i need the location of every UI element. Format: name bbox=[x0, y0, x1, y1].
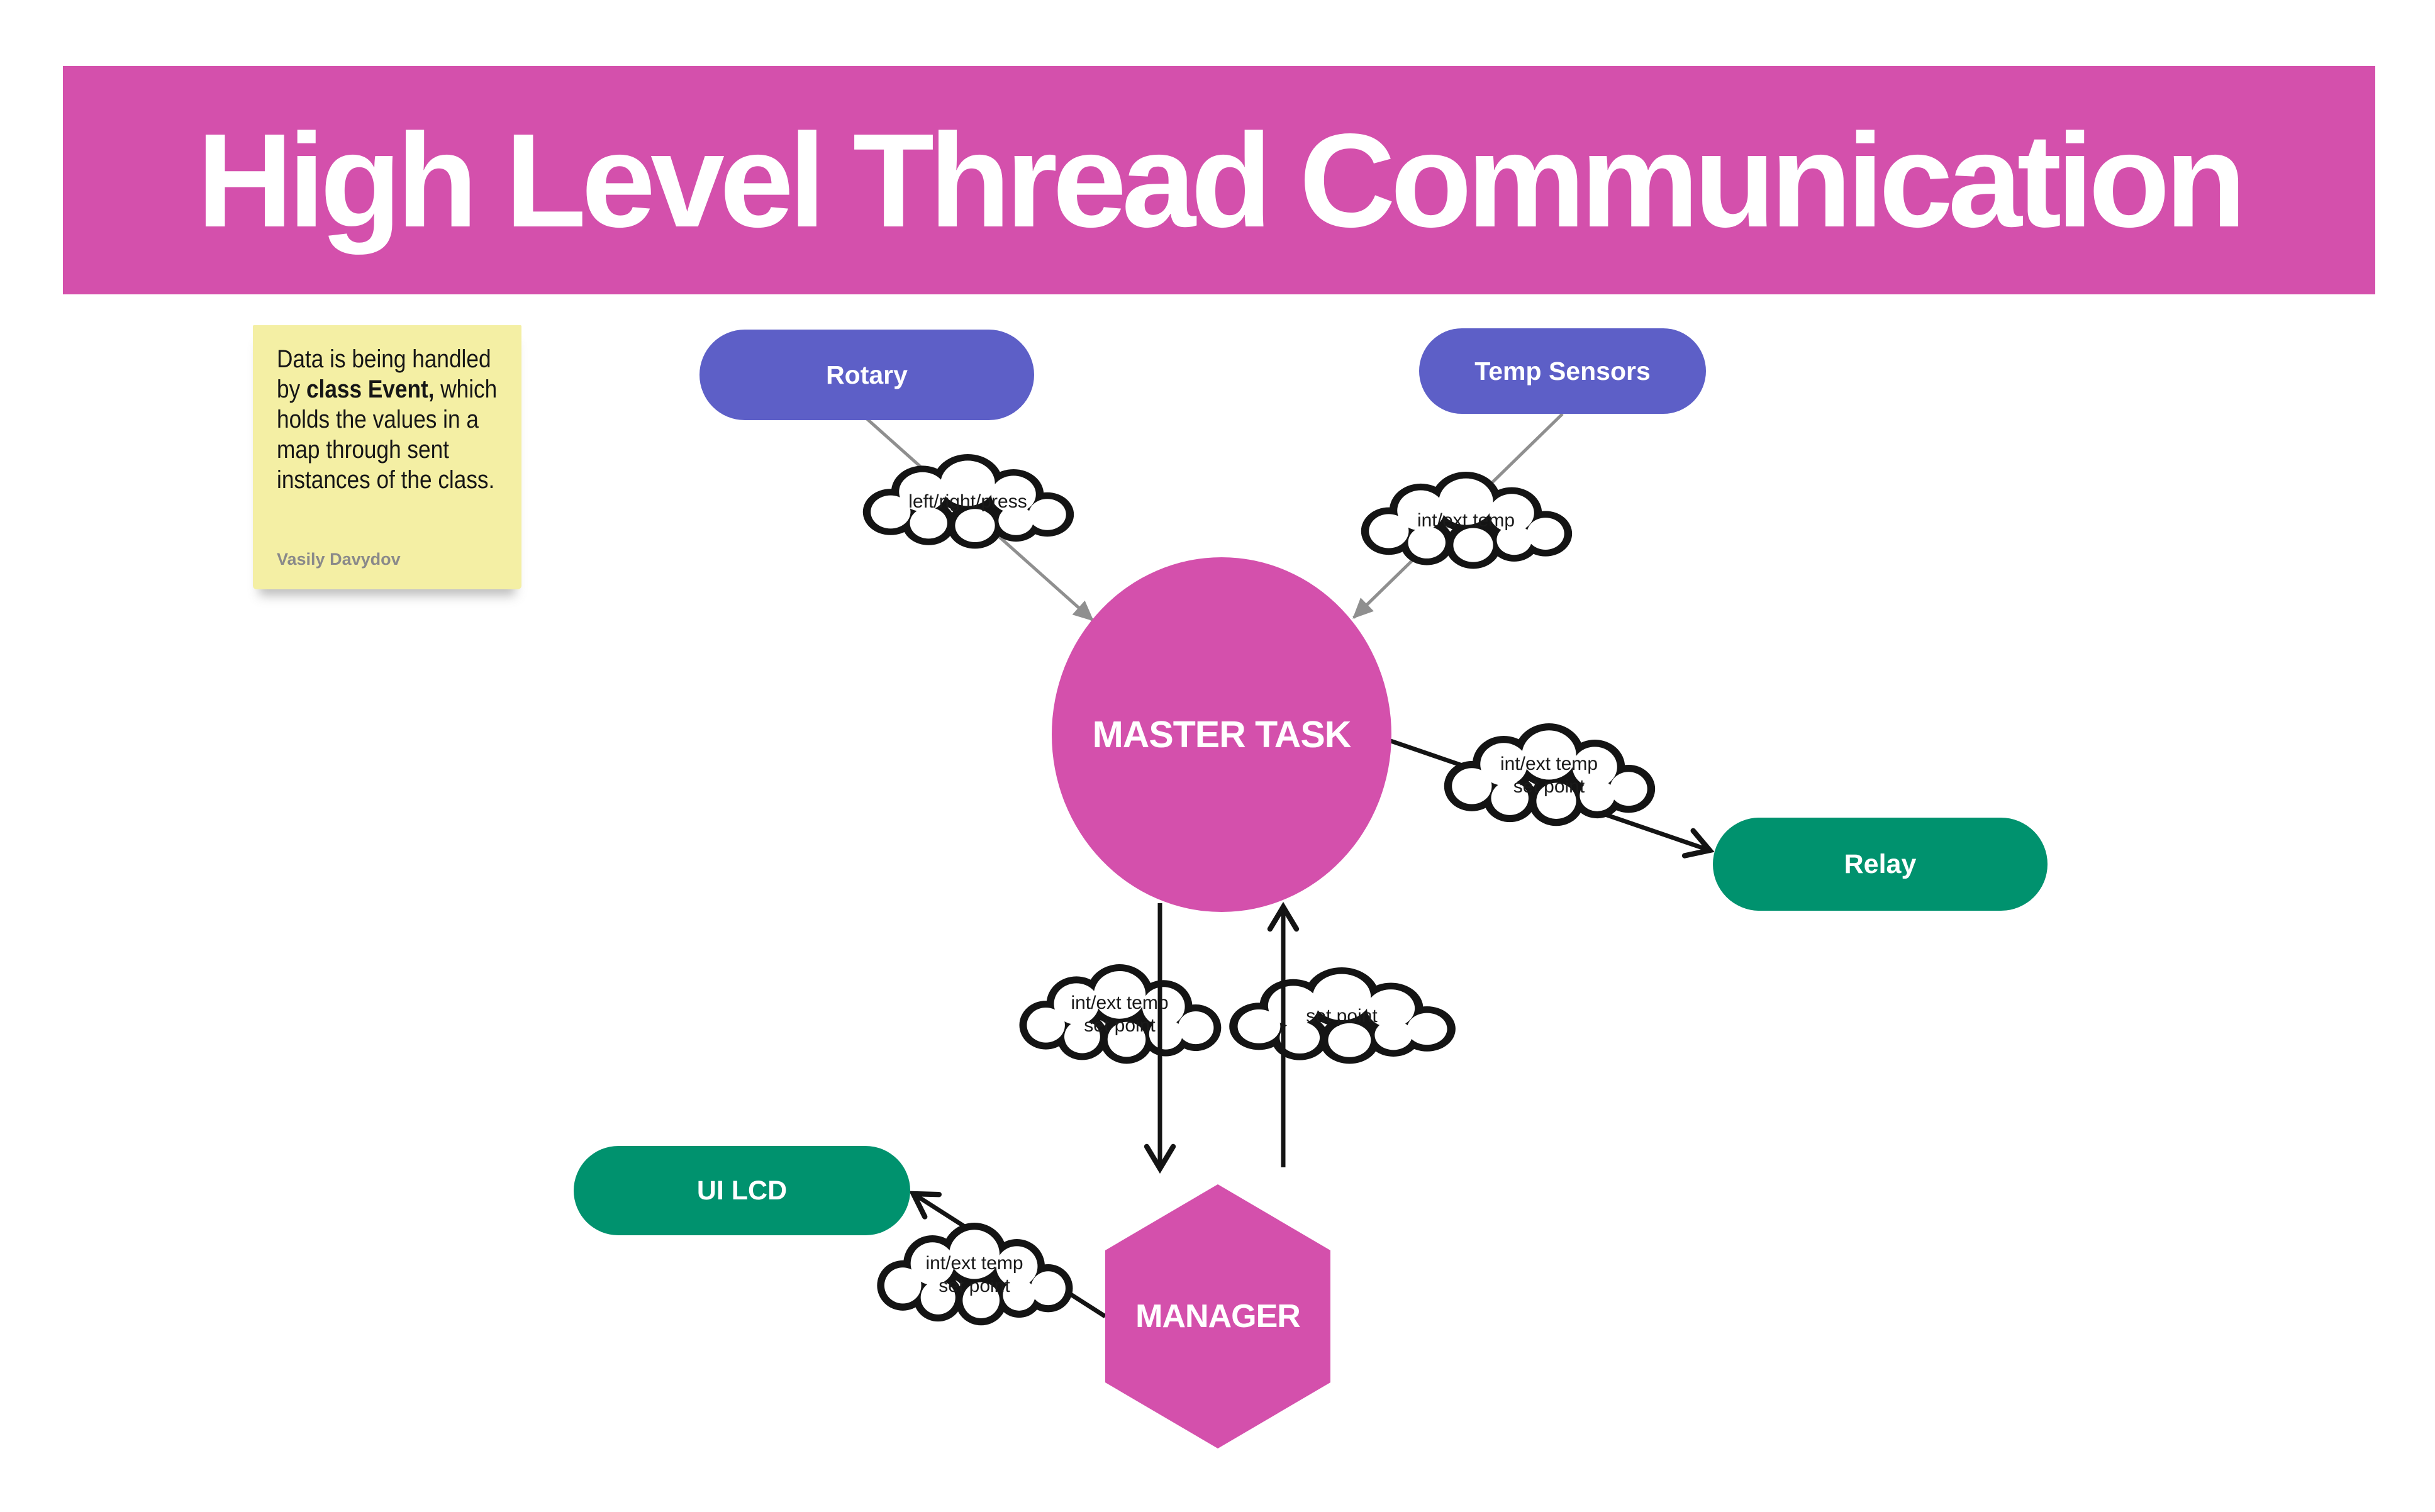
cloud-int-ext-temp-set-point-relay: int/ext temp set point bbox=[1440, 723, 1658, 827]
node-label: UI LCD bbox=[696, 1175, 788, 1206]
cloud-left-right-press: left/right/press bbox=[859, 454, 1076, 550]
node-master-task: MASTER TASK bbox=[1052, 557, 1391, 912]
node-label: MASTER TASK bbox=[1092, 714, 1352, 755]
cloud-label: set point bbox=[1306, 1005, 1378, 1026]
cloud-label: int/ext temp set point bbox=[1500, 753, 1598, 797]
node-relay: Relay bbox=[1713, 818, 2048, 911]
node-label: Rotary bbox=[826, 360, 908, 389]
page-title: High Level Thread Communication bbox=[196, 105, 2246, 255]
node-manager: MANAGER bbox=[1105, 1184, 1330, 1448]
node-ui-lcd: UI LCD bbox=[574, 1146, 910, 1235]
node-label: MANAGER bbox=[1135, 1298, 1301, 1335]
cloud-label: int/ext temp set point bbox=[925, 1252, 1023, 1296]
cloud-label: int/ext temp bbox=[1417, 510, 1515, 531]
cloud-label: left/right/press bbox=[908, 491, 1027, 512]
cloud-set-point: set point bbox=[1225, 967, 1458, 1065]
sticky-note-text: Data is being handled by class Event, wh… bbox=[277, 345, 498, 494]
note-author: Vasily Davydov bbox=[277, 550, 401, 569]
node-label: Temp Sensors bbox=[1474, 356, 1651, 386]
node-temp-sensors: Temp Sensors bbox=[1419, 328, 1706, 414]
cloud-label: int/ext temp set point bbox=[1071, 992, 1169, 1036]
title-banner: High Level Thread Communication bbox=[63, 66, 2375, 294]
sticky-note: Data is being handled by class Event, wh… bbox=[253, 325, 521, 589]
cloud-int-ext-temp-set-point-down: int/ext temp set point bbox=[1016, 964, 1223, 1065]
cloud-int-ext-temp-set-point-ui: int/ext temp set point bbox=[874, 1223, 1075, 1326]
node-rotary: Rotary bbox=[699, 330, 1034, 420]
cloud-int-ext-temp: int/ext temp bbox=[1357, 472, 1574, 570]
node-label: Relay bbox=[1844, 848, 1917, 879]
sticky-note-bold-text: class Event, bbox=[306, 375, 435, 403]
